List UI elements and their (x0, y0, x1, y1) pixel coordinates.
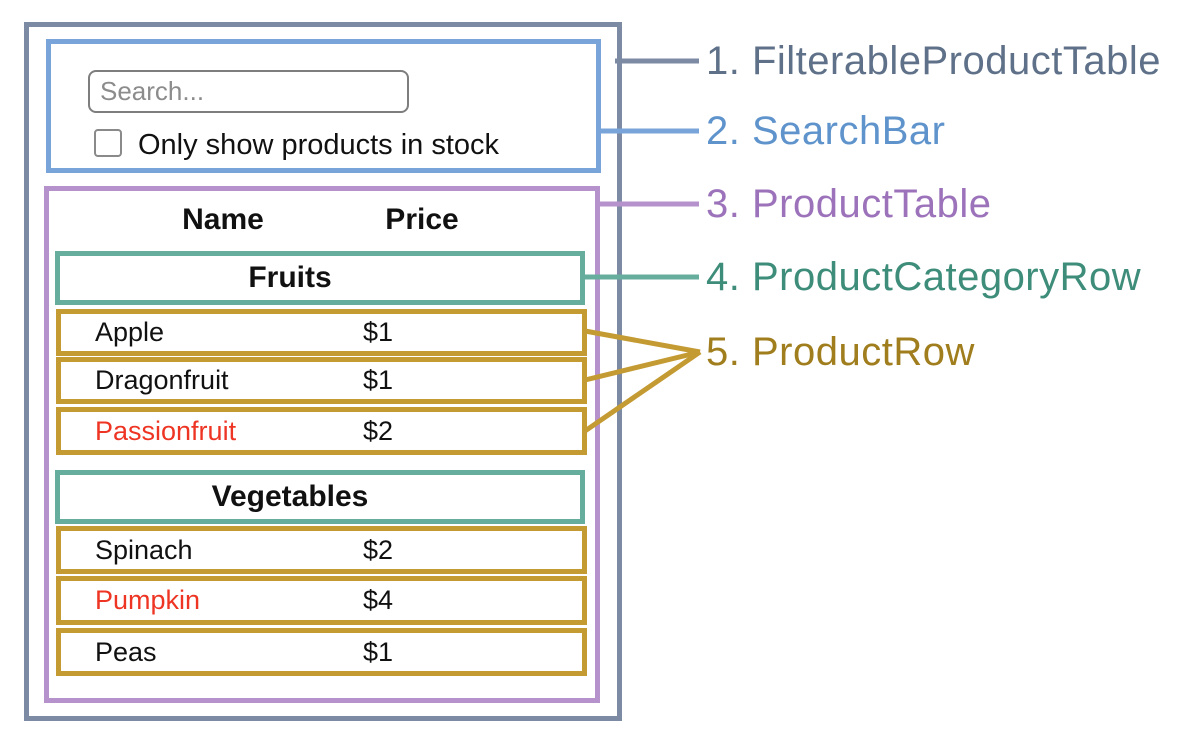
column-header-price: Price (385, 203, 459, 236)
legend-product-table: 3. ProductTable (706, 182, 992, 226)
product-price: $1 (363, 317, 394, 347)
legend-search-bar: 2. SearchBar (706, 109, 946, 153)
in-stock-checkbox-label: Only show products in stock (138, 129, 500, 161)
category-label: Fruits (248, 261, 332, 294)
product-price: $2 (363, 534, 394, 565)
product-row-spinach: Spinach $2 (56, 526, 587, 574)
product-category-row-fruits: Fruits (55, 251, 585, 305)
product-row-pumpkin: Pumpkin $4 (56, 576, 587, 625)
product-name: Dragonfruit (95, 365, 229, 395)
product-price: $1 (363, 365, 394, 395)
product-price: $2 (363, 415, 394, 446)
product-name: Peas (95, 636, 157, 667)
product-row-dragonfruit: Dragonfruit $1 (56, 357, 587, 404)
product-row-apple: Apple $1 (56, 309, 587, 356)
product-name-out-of-stock: Passionfruit (95, 415, 237, 446)
category-label: Vegetables (211, 480, 369, 513)
product-table-box (44, 186, 600, 703)
legend-product-row: 5. ProductRow (706, 330, 975, 374)
legend-product-category-row: 4. ProductCategoryRow (706, 255, 1142, 299)
in-stock-checkbox[interactable] (94, 129, 122, 157)
column-header-name: Name (182, 203, 264, 236)
product-row-passionfruit: Passionfruit $2 (56, 407, 587, 455)
product-price: $4 (363, 585, 394, 615)
product-name: Spinach (95, 534, 193, 565)
product-name-out-of-stock: Pumpkin (95, 585, 201, 615)
product-name: Apple (95, 317, 165, 347)
product-price: $1 (363, 636, 394, 667)
product-category-row-vegetables: Vegetables (55, 470, 585, 524)
search-bar-box (46, 39, 601, 173)
search-input[interactable] (88, 70, 409, 113)
legend-filterable-product-table: 1. FilterableProductTable (706, 39, 1161, 83)
product-row-peas: Peas $1 (56, 628, 587, 676)
